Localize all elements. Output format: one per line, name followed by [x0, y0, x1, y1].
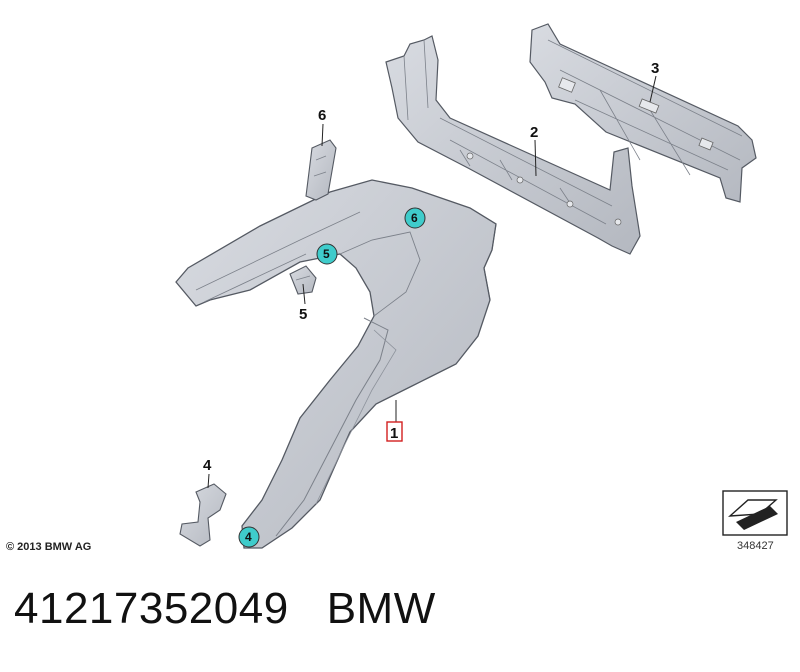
callout-1-highlight: 1 [386, 421, 403, 442]
bubble-6-label: 6 [411, 211, 418, 225]
callout-1: 1 [390, 425, 398, 442]
diagram-id: 348427 [737, 540, 774, 552]
callout-4: 4 [203, 457, 212, 474]
callout-3: 3 [651, 60, 659, 77]
orientation-symbol-icon [722, 490, 788, 536]
part-number-line: 41217352049 BMW [14, 584, 474, 634]
bubble-5-label: 5 [323, 247, 330, 261]
bubble-4-label: 4 [245, 530, 252, 544]
brand-name: BMW [326, 584, 436, 633]
bubble-5: 5 [316, 243, 338, 265]
part-6-bracket [305, 139, 337, 201]
callout-5: 5 [299, 306, 307, 323]
part-number: 41217352049 [14, 584, 289, 633]
part-1-side-panel [175, 179, 497, 549]
part-4-bracket [179, 483, 227, 547]
part-3-rear-panel [529, 23, 757, 203]
bubble-6: 6 [404, 207, 426, 229]
leader-lines [207, 75, 657, 489]
callout-2: 2 [530, 124, 538, 141]
part-2-longitudinal-member [385, 35, 641, 255]
part-5-bracket [289, 265, 317, 295]
callout-6: 6 [318, 107, 326, 124]
copyright-text: © 2013 BMW AG [6, 541, 92, 553]
bubble-4: 4 [238, 526, 260, 548]
